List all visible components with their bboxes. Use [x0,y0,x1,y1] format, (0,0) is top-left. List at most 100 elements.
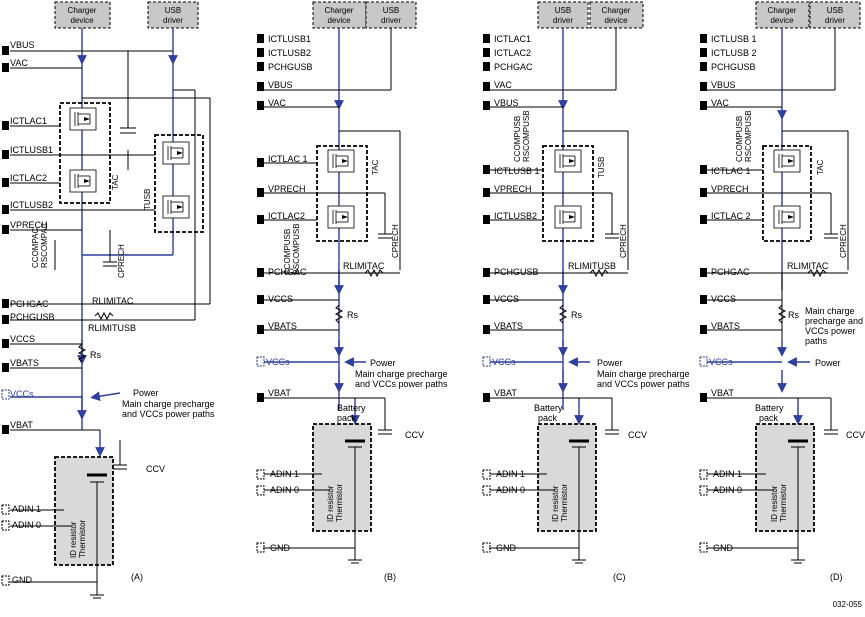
letter-b: (B) [384,572,396,582]
pin-vccs-a: VCCS [10,334,35,344]
pin-vccs-d: VCCS [711,294,736,304]
block-b1: ICTLUSB1 [268,34,311,44]
cprech-a: CPRECH [117,244,126,278]
charger-device-block-a [54,1,111,29]
ccv-d: CCV [846,430,865,440]
battery-c1: Battery [534,403,563,413]
therm-d: Thermistor [779,483,788,522]
pin-adin0-d: ADIN 0 [713,485,742,495]
idres-c: ID resistor [551,485,560,522]
block-b3: PCHGUSB [268,62,313,72]
battery-d2: pack [759,413,779,423]
ccompusb-d: CCOMPUSB [735,116,744,162]
pin-vprech-d: VPRECH [711,184,749,194]
panel-a: Charger device USB driver [1,1,215,599]
rlimitac-b: RLIMITAC [343,261,385,271]
power-desc-c2: and VCCs power paths [597,379,690,389]
rs-b: Rs [347,310,358,320]
pin-gnd-a: GND [12,575,33,585]
charger-label-a1: Charger [68,6,97,15]
pin-vbat-c: VBAT [494,388,517,398]
power-desc-c1: Main charge precharge [597,369,690,379]
pin-ictlac2-d: ICTLAC 2 [711,211,751,221]
cprech-d: CPRECH [839,224,848,258]
charger-label-d1: Charger [768,6,797,15]
charger-label-c1: Charger [602,6,631,15]
rs-a: Rs [90,350,101,360]
usb-label-a2: driver [163,16,183,25]
ccompac-a: CCOMPAC [31,227,40,268]
rlimitac-a: RLIMITAC [92,296,134,306]
pin-vac-d: VAC [711,98,729,108]
rs-d: Rs [788,310,799,320]
pin-ictlac1-d: ICTLAC 1 [711,166,751,176]
block-c1: ICTLAC1 [494,34,531,44]
tusb-label-a: TUSB [143,189,152,210]
power-desc-d4: paths [805,336,828,346]
power-label-d: Power [815,358,841,368]
pin-vccs-out-d: VCCs [709,357,733,367]
power-desc-b2: and VCCs power paths [355,379,448,389]
block-d2: ICTLUSB 2 [711,48,757,58]
therm-c: Thermistor [560,483,569,522]
cprech-b: CPRECH [391,224,400,258]
charger-label-c2: device [604,16,628,25]
panel-c: USB driver Charger device ICTLAC1 ICTLAC… [482,1,690,582]
ccv-a: CCV [146,464,165,474]
pin-ictlac2-a: ICTLAC2 [10,173,47,183]
power-desc-b1: Main charge precharge [355,369,448,379]
pin-adin0-b: ADIN 0 [270,485,299,495]
pin-adin1-b: ADIN 1 [270,469,299,479]
pin-vprech-c: VPRECH [494,184,532,194]
block-b2: ICTLUSB2 [268,48,311,58]
pin-vbus-b: VBUS [268,80,293,90]
pin-adin1-c: ADIN 1 [496,469,525,479]
usb-label-d2: driver [825,16,845,25]
power-desc-a1: Main charge precharge [122,399,215,409]
pin-pchgac-b: PCHGAC [268,267,307,277]
pin-vbats-c: VBATS [494,321,523,331]
rscompac-a: RSCOMPAC [40,222,49,268]
pin-vprech-b: VPRECH [268,184,306,194]
usb-label-b2: driver [381,16,401,25]
pin-vccs-b: VCCS [268,294,293,304]
pin-vbat-a: VBAT [10,420,33,430]
usb-label-b1: USB [383,6,399,15]
block-c3: PCHGAC [494,62,533,72]
tusb-label-c: TUSB [597,157,606,178]
pin-ictlusb1-a: ICTLUSB1 [10,145,53,155]
pin-ictlac1-b: ICTLAC 1 [268,154,308,164]
panel-b: Charger device USB driver ICTLUSB1 ICTLU… [256,1,448,582]
charger-label-b1: Charger [325,6,354,15]
therm-b: Thermistor [335,483,344,522]
pin-vbat-d: VBAT [711,388,734,398]
ccompusb-b: CCOMPUSB [283,229,292,275]
rs-c: Rs [571,310,582,320]
idres-b: ID resistor [326,485,335,522]
rlimitusb-a: RLIMITUSB [88,323,136,333]
block-c2: ICTLAC2 [494,48,531,58]
pin-pchgac-d: PCHGAC [711,267,750,277]
pin-ictlusb2-a: ICTLUSB2 [10,200,53,210]
letter-c: (C) [613,572,626,582]
charger-label-d2: device [770,16,794,25]
block-d1: ICTLUSB 1 [711,34,757,44]
pin-vccs-out-c: VCCs [492,357,516,367]
pin-vbus-c: VBUS [494,98,519,108]
tac-label-b: TAC [371,159,380,175]
tac-label-d: TAC [816,159,825,175]
power-label-b: Power [370,358,396,368]
letter-d: (D) [830,572,843,582]
tac-label-a: TAC [111,174,120,190]
power-desc-d3: VCCs power [805,326,856,336]
charger-label-a2: device [70,16,94,25]
usb-label-c1: USB [555,6,571,15]
pin-ictlac1-a: ICTLAC1 [10,116,47,126]
pin-vbat-b: VBAT [268,388,291,398]
usb-driver-block-a [147,1,199,29]
pin-vprech-a: VPRECH [10,220,48,230]
pin-vac-c: VAC [494,80,512,90]
battery-c2: pack [538,413,558,423]
